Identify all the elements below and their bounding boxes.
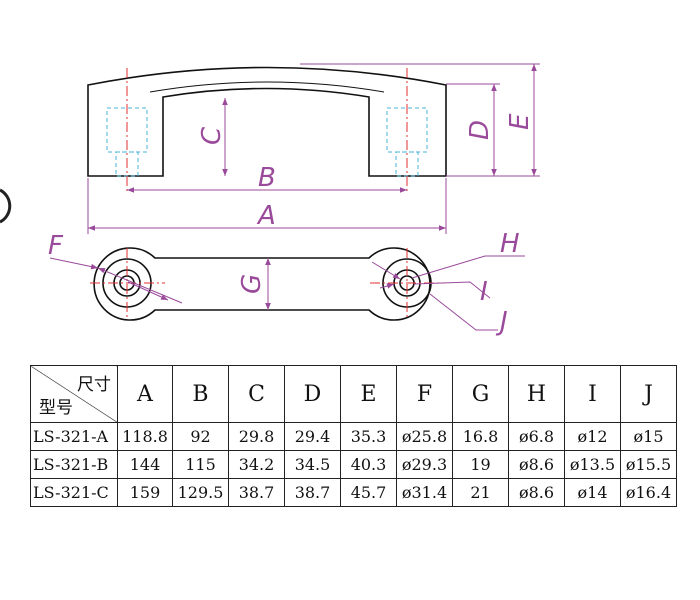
dim-label-h: H — [500, 229, 520, 259]
value-cell: ø16.4 — [620, 478, 677, 507]
front-view — [87, 66, 447, 177]
value-cell: 19 — [452, 450, 509, 479]
column-header-h: H — [508, 365, 565, 423]
column-header-f: F — [396, 365, 453, 423]
header-dimension-label: 尺寸 — [77, 375, 111, 395]
column-header-e: E — [340, 365, 397, 423]
column-header-b: B — [172, 365, 229, 423]
value-cell: 40.3 — [340, 450, 397, 479]
model-cell: LS-321-B — [30, 450, 118, 479]
top-dimensions — [49, 255, 525, 331]
value-cell: ø25.8 — [396, 422, 453, 451]
value-cell: 38.7 — [228, 478, 285, 507]
dim-label-d: D — [465, 120, 495, 140]
top-outline — [93, 247, 431, 321]
table-header-row: 尺寸 型号 A B C D E F G H I J — [30, 365, 677, 423]
dim-label-j: J — [495, 307, 508, 337]
dim-label-f: F — [48, 231, 64, 261]
value-cell: ø31.4 — [396, 478, 453, 507]
table-row: LS-321-A 118.8 92 29.8 29.4 35.3 ø25.8 1… — [30, 422, 677, 451]
value-cell: 45.7 — [340, 478, 397, 507]
value-cell: 129.5 — [172, 478, 229, 507]
column-header-i: I — [564, 365, 621, 423]
column-header-d: D — [284, 365, 341, 423]
handle-outline — [87, 66, 447, 177]
model-cell: LS-321-A — [30, 422, 118, 451]
value-cell: 21 — [452, 478, 509, 507]
value-cell: 34.5 — [284, 450, 341, 479]
value-cell: ø15.5 — [620, 450, 677, 479]
dim-label-a: A — [256, 201, 276, 231]
value-cell: 144 — [117, 450, 173, 479]
value-cell: ø6.8 — [508, 422, 565, 451]
value-cell: 29.8 — [228, 422, 285, 451]
value-cell: ø13.5 — [564, 450, 621, 479]
table-row: LS-321-C 159 129.5 38.7 38.7 45.7 ø31.4 … — [30, 478, 677, 507]
header-diagonal-cell: 尺寸 型号 — [30, 365, 118, 423]
value-cell: ø12 — [564, 422, 621, 451]
value-cell: ø8.6 — [508, 450, 565, 479]
value-cell: 29.4 — [284, 422, 341, 451]
value-cell: ø14 — [564, 478, 621, 507]
value-cell: ø8.6 — [508, 478, 565, 507]
column-header-c: C — [228, 365, 285, 423]
table-row: LS-321-B 144 115 34.2 34.5 40.3 ø29.3 19… — [30, 450, 677, 479]
value-cell: ø29.3 — [396, 450, 453, 479]
value-cell: 34.2 — [228, 450, 285, 479]
front-dimensions — [87, 63, 540, 234]
value-cell: 38.7 — [284, 478, 341, 507]
value-cell: 16.8 — [452, 422, 509, 451]
dim-label-c: C — [197, 126, 227, 145]
header-model-label: 型号 — [39, 398, 73, 418]
edge-fragment — [0, 188, 12, 224]
value-cell: 159 — [117, 478, 173, 507]
spec-table: 尺寸 型号 A B C D E F G H I J LS-321-A 118.8… — [30, 365, 677, 507]
model-cell: LS-321-C — [30, 478, 118, 507]
column-header-g: G — [452, 365, 509, 423]
value-cell: 35.3 — [340, 422, 397, 451]
column-header-j: J — [620, 365, 677, 423]
value-cell: 92 — [172, 422, 229, 451]
value-cell: 118.8 — [117, 422, 173, 451]
value-cell: ø15 — [620, 422, 677, 451]
handle-inner-edge — [149, 81, 385, 93]
technical-drawing: B A C D E F G H I J — [0, 63, 540, 337]
dim-label-i: I — [480, 277, 488, 307]
dim-label-g: G — [237, 274, 267, 294]
column-header-a: A — [117, 365, 173, 423]
front-centerlines — [126, 68, 408, 192]
dim-label-b: B — [258, 163, 276, 193]
dim-label-e: E — [505, 113, 535, 130]
value-cell: 115 — [172, 450, 229, 479]
